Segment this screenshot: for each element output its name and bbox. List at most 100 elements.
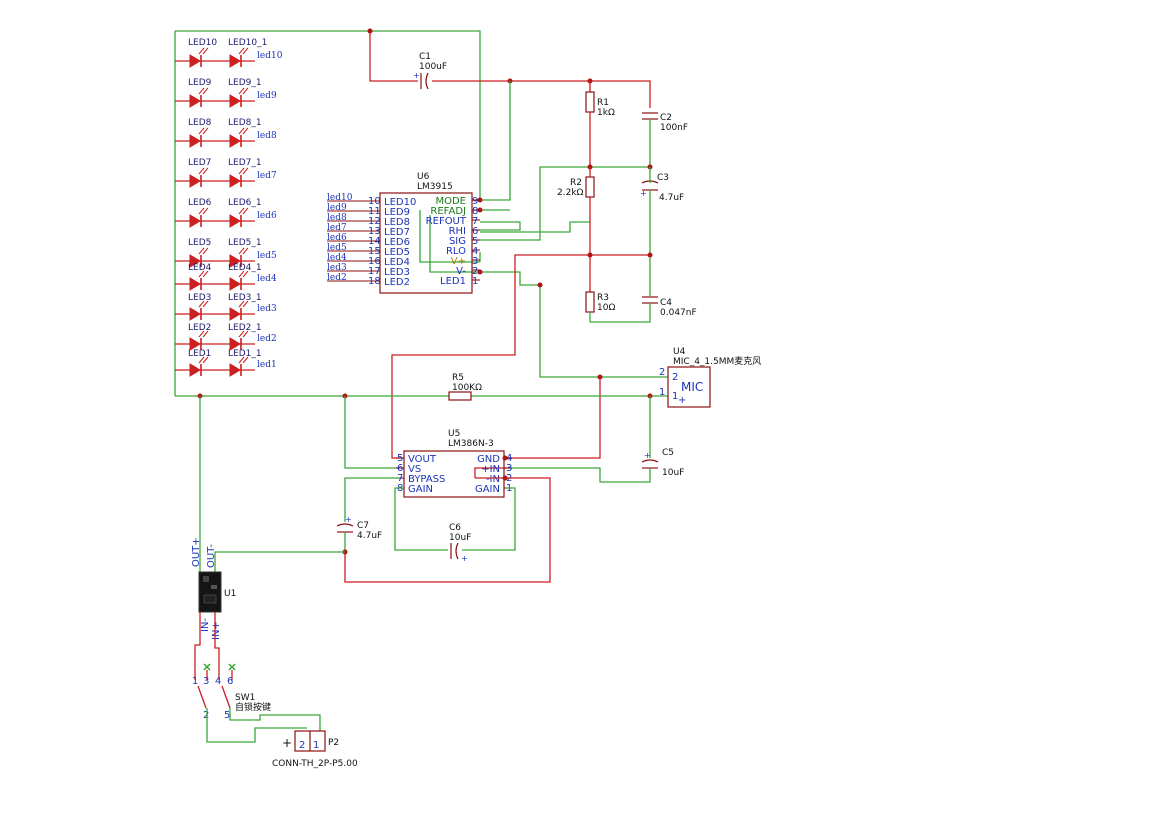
led-diode [229, 167, 249, 188]
u5-value: LM386N-3 [448, 439, 494, 449]
led-diode [229, 87, 249, 108]
led-label: LED2_1 [228, 323, 262, 333]
led-net-label: led7 [257, 171, 277, 181]
c1-value: 100uF [419, 62, 447, 72]
led-label: LED3 [188, 293, 211, 303]
u6-net-label: led9 [327, 203, 347, 213]
u6-pin-num: 7 [472, 216, 478, 227]
capacitor-c2: C2 100nF [642, 112, 688, 167]
u6-pin-num: 18 [368, 276, 381, 287]
u6-net-label: led7 [327, 223, 347, 233]
led-diode [229, 207, 249, 228]
u5-pin-name: -IN [486, 474, 500, 485]
led-diode [189, 356, 209, 377]
lm3915-right-wiring [419, 81, 653, 286]
svg-text:+: + [640, 189, 647, 198]
u5-pin-num: 6 [397, 463, 403, 474]
u6-pin-name: REFOUT [426, 216, 467, 227]
r2-value: 2.2kΩ [557, 188, 584, 198]
led-label: LED3_1 [228, 293, 262, 303]
u6-pin-name: LED5 [384, 247, 410, 258]
r3-value: 10Ω [597, 303, 615, 313]
c4-ref: C4 [660, 298, 672, 308]
p2-pin1: 1 [313, 740, 319, 751]
u5-pin-num: 5 [397, 453, 403, 464]
u1-out-plus: OUT+ [191, 537, 202, 567]
resistor-r5: R5 100KΩ [448, 373, 482, 401]
led-label: LED7_1 [228, 158, 262, 168]
led-label: LED10 [188, 38, 217, 48]
r1-ref: R1 [597, 98, 609, 108]
u6-pin-name: MODE [435, 196, 466, 207]
led-label: LED9 [188, 78, 212, 88]
led-net-label: led2 [257, 334, 277, 344]
capacitor-c5: + C5 10uF [505, 396, 684, 483]
sw1-pin1: 1 [192, 676, 198, 687]
u6-pin-num: 1 [472, 276, 478, 287]
svg-text:+: + [461, 554, 468, 563]
led-diode [229, 330, 249, 351]
u5-pin-num: 7 [397, 473, 403, 484]
led-label: LED1 [188, 349, 211, 359]
c2-ref: C2 [660, 113, 672, 123]
u5-pin-name: GAIN [408, 484, 433, 495]
r5-value: 100KΩ [452, 383, 482, 393]
u6-pin-name: LED6 [384, 237, 410, 248]
led-net-label: led8 [257, 131, 277, 141]
u5-pin-name: VOUT [408, 454, 437, 465]
u6-pin-name: RHI [449, 226, 466, 237]
lm386-gain-wiring [344, 455, 551, 583]
c6-ref: C6 [449, 523, 461, 533]
u5-pin-name: +IN [481, 464, 500, 475]
u6-pin-name: LED10 [384, 197, 416, 208]
lm386-feed-wire [391, 252, 653, 459]
led-diode [229, 247, 249, 268]
u4-ref: U4 [673, 347, 686, 357]
module-u1: OUT+ OUT- IN- IN+ U1 [191, 396, 345, 640]
led-label: LED4_1 [228, 263, 262, 273]
led-net-label: led4 [257, 274, 277, 284]
bottom-rail [197, 393, 668, 469]
capacitor-c1: + C1 100uF [413, 52, 447, 90]
switch-sw1: 1 3 4 6 2 5 SW1 自锁按键 [192, 612, 321, 743]
svg-text:+: + [644, 451, 651, 460]
led-label: LED8 [188, 118, 212, 128]
u6-pin-name: LED9 [384, 207, 410, 218]
capacitor-c7: + C7 4.7uF [336, 515, 382, 555]
u6-pin-num: 9 [472, 196, 478, 207]
led-diode [229, 356, 249, 377]
c2-value: 100nF [660, 123, 688, 133]
led-label: LED2 [188, 323, 211, 333]
u5-pin-name: VS [408, 464, 421, 475]
u6-net-label: led4 [327, 253, 347, 263]
u6-pin-name: LED2 [384, 277, 410, 288]
u6-pin-num: 13 [368, 226, 381, 237]
u6-net-label: led10 [327, 193, 353, 203]
r2-ref: R2 [570, 178, 582, 188]
u6-pin-num: 14 [368, 236, 381, 247]
svg-text:1: 1 [672, 391, 678, 402]
u6-pin-num: 2 [472, 266, 478, 277]
led-diode [189, 270, 209, 291]
u6-pin-num: 4 [472, 246, 478, 257]
u6-pin-num: 6 [472, 226, 478, 237]
led-label: LED10_1 [228, 38, 267, 48]
u5-pin-num: 3 [506, 463, 512, 474]
resistor-r3: R3 10Ω [585, 291, 615, 322]
p2-pin2: 2 [299, 740, 305, 751]
u1-out-minus: OUT- [206, 544, 217, 568]
connector-p2: 2 1 + P2 CONN-TH_2P-P5.00 [272, 730, 358, 769]
led-label: LED4 [188, 263, 212, 273]
resistor-r2: R2 2.2kΩ [557, 167, 595, 292]
u6-pin-name: LED3 [384, 267, 410, 278]
